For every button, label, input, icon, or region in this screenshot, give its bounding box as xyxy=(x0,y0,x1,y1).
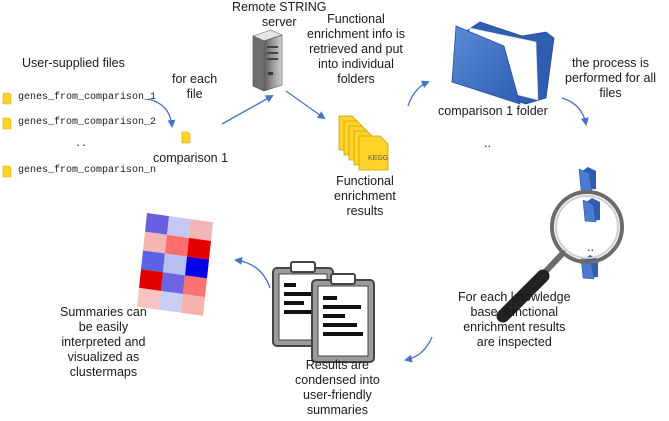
file-icon xyxy=(2,165,12,178)
file-ellipsis: .. xyxy=(75,139,87,150)
magnifier-ellipsis: .. xyxy=(587,240,594,254)
arrow-results-to-folder xyxy=(407,80,430,107)
heatmap-cell xyxy=(167,216,191,238)
small-folder-icon xyxy=(578,167,596,192)
ellipsis-text: .. xyxy=(75,139,88,150)
heatmap-cell xyxy=(141,250,166,273)
magnifier-icon xyxy=(496,190,624,323)
arrow-server-to-results xyxy=(285,90,326,120)
folders-ellipsis: .. xyxy=(484,136,491,150)
file-icons xyxy=(2,92,191,178)
arrow-condensed-to-heatmap xyxy=(234,256,271,289)
heatmap-cell xyxy=(143,231,168,254)
small-folder-icon xyxy=(582,198,600,223)
comparison-folder-label: comparison 1 folder xyxy=(438,104,548,118)
file-item: genes_from_comparison_2 xyxy=(18,117,156,128)
heatmap-cell xyxy=(189,219,213,241)
heatmap-cell xyxy=(159,290,184,313)
heatmap-cell xyxy=(145,213,169,235)
heatmap-cell xyxy=(181,294,206,316)
enrichment-files-icon xyxy=(338,115,389,171)
file-item: genes_from_comparison_1 xyxy=(18,92,156,103)
clustermap xyxy=(137,213,213,316)
file-icon xyxy=(2,92,12,105)
file-name: genes_from_comparison_2 xyxy=(18,117,157,128)
comparison-1-label: comparison 1 xyxy=(153,151,229,165)
heatmap-cell xyxy=(137,287,162,310)
clipboards-icon xyxy=(272,261,375,363)
arrow-inspect-to-condensed xyxy=(404,336,433,363)
file-icon xyxy=(181,131,191,144)
heatmap-cell xyxy=(139,269,164,291)
heatmap-cell xyxy=(187,237,212,260)
arrow-folder-to-all xyxy=(561,97,589,126)
kegg-label: KEGG xyxy=(368,155,388,162)
heatmap-cell xyxy=(185,256,210,279)
file-name: genes_from_comparison_1 xyxy=(18,92,157,103)
heatmap-cell xyxy=(163,253,188,276)
small-folder-icons xyxy=(578,167,600,280)
heatmap-cell xyxy=(183,275,208,298)
heatmap-cell xyxy=(161,272,186,295)
arrow-files-to-comparison xyxy=(147,98,176,128)
arrow-comparison-to-server xyxy=(221,95,274,125)
user-files-label: User-supplied files xyxy=(22,56,125,70)
file-name: genes_from_comparison_n xyxy=(18,165,157,176)
big-folder-icon xyxy=(451,21,555,105)
heatmap-cell xyxy=(165,234,190,257)
file-icon xyxy=(2,117,12,130)
server-icon xyxy=(252,29,283,92)
file-item: genes_from_comparison_n xyxy=(18,165,156,176)
